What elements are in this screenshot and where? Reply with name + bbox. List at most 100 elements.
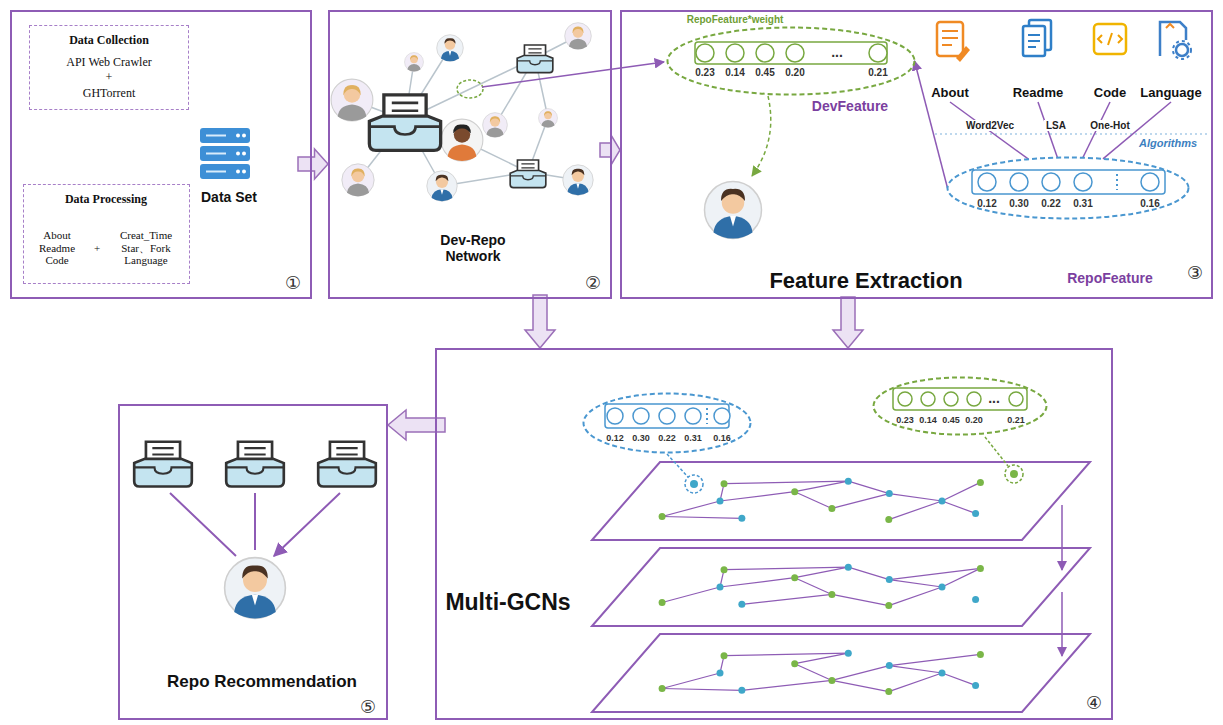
node-text: 0.21 — [868, 67, 887, 78]
node-text-holder: Data Set — [201, 189, 257, 205]
stage-panel: Multi-GCNs④0.120.300.220.310.160.230.140… — [435, 348, 1113, 720]
node-text-holder: API Web Crawler — [66, 55, 151, 70]
node-text-holder: Repo Recommendation — [167, 672, 357, 692]
algorithm-divider — [935, 133, 1210, 134]
gcn-link — [724, 567, 848, 569]
node-text: 0.23 — [896, 415, 914, 425]
graph-node — [977, 651, 984, 658]
art-circle — [242, 152, 246, 156]
dev-feature-link — [752, 96, 771, 176]
node-text-holder: Dev-Repo Network — [428, 232, 518, 264]
gcn-link — [848, 567, 889, 579]
node-text-holder: Creat_Time Star、Fork Language — [109, 229, 183, 267]
node-text: + — [106, 70, 113, 84]
node-text-holder: ... — [831, 44, 843, 60]
gcn-link — [795, 481, 849, 492]
node-text: 0.31 — [1073, 198, 1092, 209]
graph-node — [972, 510, 979, 517]
annotation-label-holder: Word2Vec — [964, 115, 1016, 133]
node-text-holder: RepoFeature — [1067, 270, 1153, 286]
graph-node — [845, 564, 852, 571]
code-icon — [1094, 24, 1126, 54]
selected-edge-mark — [457, 80, 483, 98]
art-use — [134, 442, 192, 487]
stage-panel: Feature Extraction③0.230.140.450.20...0.… — [620, 10, 1213, 299]
gcn-link — [662, 587, 720, 603]
graph-node — [721, 566, 728, 573]
stage-panel: Data Set①Data CollectionAPI Web Crawler+… — [10, 10, 312, 299]
graph-node — [738, 687, 745, 694]
graph-node — [939, 670, 946, 677]
node-text: 0.45 — [755, 67, 774, 78]
recommend-arrow — [170, 493, 340, 556]
annotation-label-holder: One-Hot — [1088, 115, 1131, 133]
graph-node — [659, 599, 666, 606]
node-text-holder: 0.16 — [713, 433, 731, 443]
graph-node — [717, 670, 724, 677]
art-rect — [937, 22, 963, 56]
node-text-holder: 0.45 — [942, 415, 960, 425]
node-text: 0.14 — [725, 67, 744, 78]
gcn-link — [889, 666, 942, 673]
node-mark — [685, 475, 703, 493]
flow-arrow — [525, 295, 555, 348]
node-text-holder: About Readme Code — [30, 229, 84, 267]
art-circle — [236, 134, 240, 138]
node-text: About — [931, 85, 969, 100]
vector-cell — [869, 44, 887, 62]
stage-panel: Repo Recommendation⑤ — [118, 404, 388, 720]
gcn-link — [848, 481, 889, 493]
node-text: 0.31 — [684, 433, 702, 443]
vector-cell — [659, 408, 675, 424]
gcn-link — [742, 594, 832, 604]
art-use — [342, 164, 374, 196]
node-text-holder: 0.30 — [632, 433, 650, 443]
art-path — [1028, 35, 1040, 47]
vector-bar — [893, 388, 1027, 410]
gcn-link — [942, 501, 976, 513]
graph-node — [791, 488, 798, 495]
node-text: + — [94, 242, 100, 254]
graph-node — [885, 516, 892, 523]
gcn-link — [724, 653, 848, 655]
node-text-holder: 0.20 — [965, 415, 983, 425]
readme-icon — [1023, 20, 1051, 56]
vector-cell — [944, 392, 958, 406]
graph-node — [886, 662, 893, 669]
gcn-link — [662, 517, 742, 519]
gcn-link — [742, 680, 832, 690]
art-use — [517, 45, 553, 73]
graph-node — [886, 490, 893, 497]
graph-node — [972, 596, 979, 603]
flow-arrow — [600, 135, 620, 165]
node-text: 0.12 — [977, 198, 996, 209]
gcn-link — [662, 501, 720, 517]
node-text-holder: 0.20 — [785, 67, 804, 78]
node-text-holder: Multi-GCNs — [445, 589, 570, 616]
annotation-label: LSA — [1044, 120, 1068, 131]
feature-vector: 0.230.140.450.20...0.21 — [872, 376, 1048, 436]
node-text-holder: ... — [988, 390, 1000, 406]
callout-number-holder: ④ — [1086, 692, 1102, 713]
node-text: Data Set — [201, 189, 257, 205]
node-text-holder: GHTorrent — [83, 86, 135, 101]
vector-cell — [633, 408, 649, 424]
node-text-holder: Data Collection — [69, 33, 149, 48]
node-text: Multi-GCNs — [445, 589, 570, 615]
node-text-holder: DevFeature — [812, 98, 888, 114]
art-use — [318, 442, 376, 487]
gcn-layer — [592, 548, 1090, 626]
vector-outline — [946, 156, 1190, 220]
graph-node — [791, 574, 798, 581]
vector-bar — [695, 42, 887, 64]
art-use — [331, 79, 373, 121]
vector-cell — [1074, 173, 1092, 191]
gcn-link — [795, 567, 849, 578]
graph-node — [659, 513, 666, 520]
language-icon — [1160, 22, 1191, 59]
feature-connector — [950, 102, 1028, 159]
graph-node — [721, 652, 728, 659]
node-text: 0.20 — [965, 415, 983, 425]
vector-cell — [1141, 173, 1159, 191]
